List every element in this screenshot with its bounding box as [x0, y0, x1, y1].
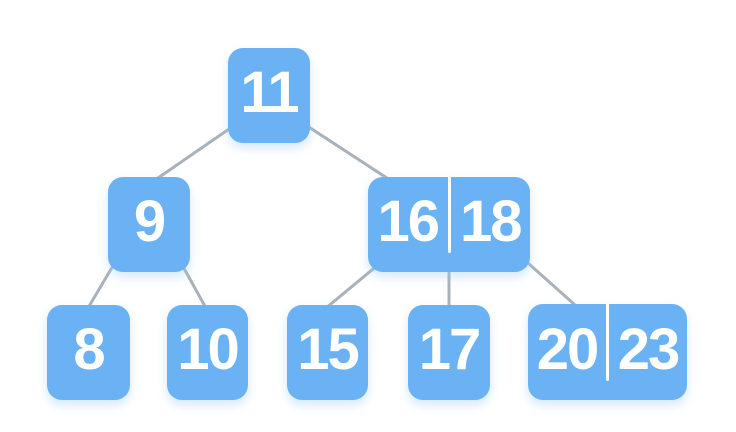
- node-key: 8: [73, 317, 105, 382]
- node-key: 9: [133, 189, 166, 254]
- node-key: 23: [617, 316, 681, 382]
- node-key: 17: [418, 317, 482, 382]
- tree-node-20-23: 20 23: [528, 304, 687, 400]
- tree-node-9: 9: [108, 177, 190, 272]
- node-key: 15: [297, 317, 360, 382]
- key-divider: [447, 177, 451, 253]
- key-divider: [606, 304, 609, 381]
- tree-node-8: 8: [47, 305, 130, 400]
- tree-node-15: 15: [287, 305, 368, 400]
- node-key: 20: [536, 316, 600, 382]
- node-key: 11: [240, 60, 299, 125]
- edge-11-16-18: [296, 118, 392, 182]
- tree-node-11: 11: [228, 48, 310, 143]
- node-key: 16: [377, 189, 440, 254]
- node-key: 10: [177, 317, 240, 382]
- node-key: 18: [459, 189, 523, 254]
- tree-node-10: 10: [167, 305, 248, 400]
- tree-node-16-18: 16 18: [368, 177, 530, 272]
- tree-node-17: 17: [408, 305, 490, 400]
